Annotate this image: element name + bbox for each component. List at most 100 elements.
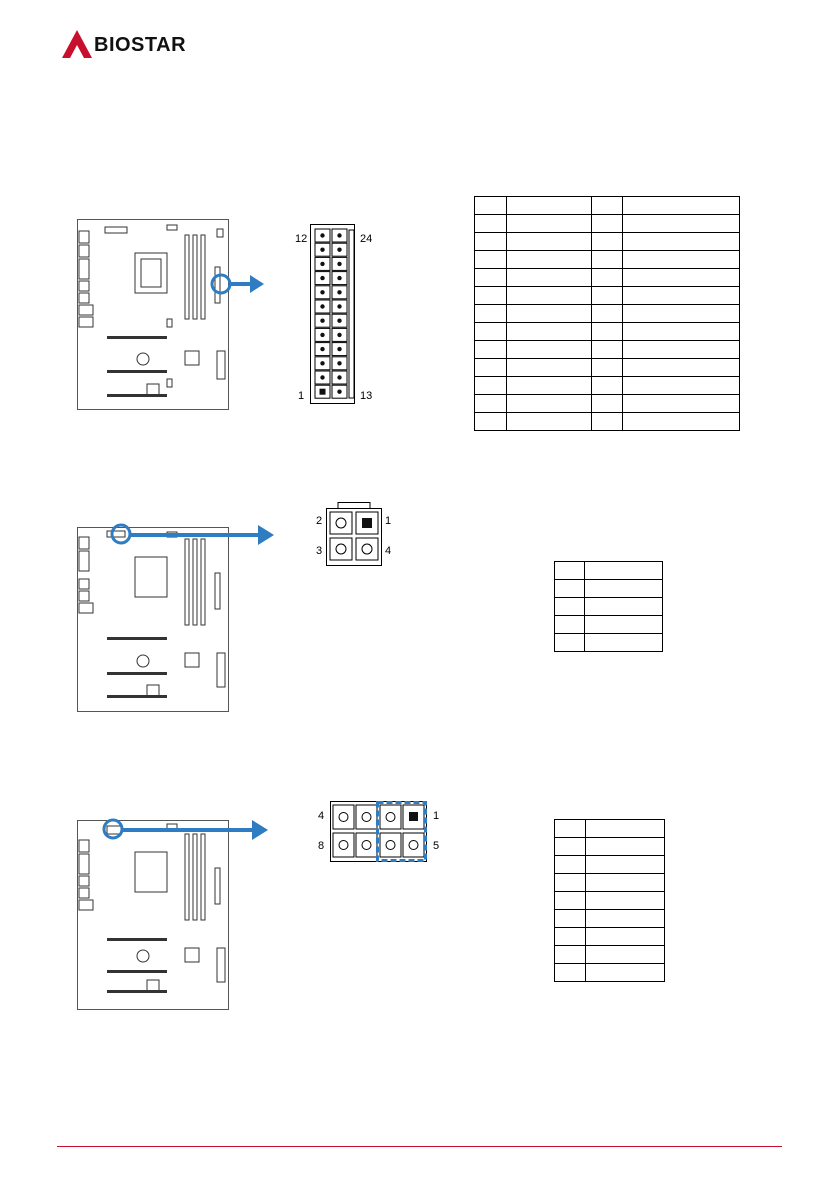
- atx8-table-row: [554, 945, 666, 964]
- atx24-table-cell: [590, 304, 624, 323]
- atx24-table-cell: [474, 268, 507, 287]
- footer-divider: [57, 1146, 782, 1147]
- atx8-label-5: 5: [433, 840, 440, 852]
- atx8-pin-table: [554, 819, 666, 982]
- atx24-table-cell: [505, 196, 592, 215]
- atx24-table-cell: [474, 376, 507, 395]
- atx24-pin-dot: [320, 290, 325, 295]
- atx24-table-cell: [590, 250, 624, 269]
- atx8-label-8: 8: [318, 840, 325, 852]
- atx8-table-row: [554, 891, 666, 910]
- atx4-table-cell: [553, 561, 586, 580]
- atx24-table-row: [474, 376, 740, 395]
- atx24-table-cell: [590, 232, 624, 251]
- atx8-table-cell: [554, 909, 586, 928]
- atx24-table-cell: [622, 250, 740, 269]
- atx24-table-cell: [505, 376, 592, 395]
- atx24-pin-dot: [320, 304, 325, 309]
- atx24-table-cell: [474, 286, 507, 305]
- atx8-table-cell: [554, 927, 586, 946]
- atx24-table-cell: [505, 286, 592, 305]
- atx24-pin-dot: [337, 389, 342, 394]
- atx24-table-cell: [505, 358, 592, 377]
- atx24-table-cell: [474, 412, 507, 431]
- atx8-connector: [330, 801, 430, 863]
- atx24-pin-dot: [320, 375, 325, 380]
- atx24-pin-dot: [337, 261, 342, 267]
- atx24-pin-dot: [337, 361, 342, 366]
- atx24-table-cell: [622, 340, 740, 359]
- atx8-table-cell: [554, 873, 586, 892]
- atx4-table-row: [553, 561, 663, 580]
- atx24-pin-dot: [320, 346, 325, 352]
- atx24-table-cell: [505, 268, 592, 287]
- arrow-atx8: [102, 818, 268, 840]
- atx24-table-cell: [590, 214, 624, 233]
- atx4-table-cell: [553, 633, 586, 652]
- atx8-table-cell: [584, 945, 666, 964]
- atx24-table-row: [474, 232, 740, 251]
- atx24-pin-dot: [320, 318, 325, 323]
- motherboard-diagram-3: [77, 820, 229, 1010]
- atx8-table-row: [554, 873, 666, 892]
- atx24-pin-dot: [320, 247, 325, 252]
- atx24-table-cell: [590, 376, 624, 395]
- atx24-table-cell: [474, 358, 507, 377]
- atx24-label-12: 12: [295, 233, 308, 245]
- atx4-table-cell: [553, 579, 586, 598]
- atx8-table-cell: [584, 909, 666, 928]
- atx4-table-cell: [584, 615, 663, 634]
- atx24-pin-dot: [337, 275, 342, 281]
- atx24-table-cell: [505, 214, 592, 233]
- atx8-table-cell: [554, 945, 586, 964]
- atx8-label-4: 4: [318, 810, 325, 822]
- atx8-table-cell: [554, 963, 586, 982]
- atx24-table-row: [474, 196, 740, 215]
- atx24-table-cell: [622, 286, 740, 305]
- atx24-table-cell: [622, 376, 740, 395]
- atx24-table-row: [474, 412, 740, 431]
- atx24-pin-dot: [320, 275, 325, 281]
- atx24-table-cell: [622, 412, 740, 431]
- atx24-table-cell: [622, 196, 740, 215]
- atx4-table-row: [553, 597, 663, 616]
- atx24-table-row: [474, 214, 740, 233]
- atx24-table-cell: [590, 358, 624, 377]
- atx24-table-cell: [505, 394, 592, 413]
- atx24-pin-dot: [320, 332, 325, 338]
- atx8-table-cell: [584, 963, 666, 982]
- atx24-table-cell: [590, 340, 624, 359]
- atx24-table-cell: [474, 232, 507, 251]
- atx4-table-row: [553, 615, 663, 634]
- atx24-pin-dot: [337, 375, 342, 380]
- atx24-pin-dot: [320, 261, 325, 267]
- atx24-table-row: [474, 250, 740, 269]
- atx24-pin-dot: [320, 233, 325, 238]
- atx4-table-cell: [584, 597, 663, 616]
- atx4-table-cell: [553, 597, 586, 616]
- atx24-table-cell: [622, 214, 740, 233]
- atx4-table-cell: [553, 615, 586, 634]
- atx4-pin-table: [553, 561, 663, 652]
- atx24-table-cell: [474, 394, 507, 413]
- atx24-label-1: 1: [298, 390, 305, 402]
- arrow-atx24: [210, 273, 264, 295]
- atx24-table-row: [474, 340, 740, 359]
- atx24-table-cell: [505, 340, 592, 359]
- atx24-pin1-marker: [319, 388, 326, 395]
- atx24-table-cell: [590, 394, 624, 413]
- atx24-table-cell: [505, 250, 592, 269]
- atx24-table-cell: [622, 322, 740, 341]
- arrow-atx4: [110, 523, 274, 545]
- atx8-table-row: [554, 963, 666, 982]
- atx24-table-row: [474, 304, 740, 323]
- atx24-table-row: [474, 394, 740, 413]
- atx8-table-cell: [584, 891, 666, 910]
- atx8-table-cell: [554, 855, 586, 874]
- atx24-table-cell: [622, 232, 740, 251]
- atx8-table-cell: [584, 927, 666, 946]
- atx8-table-cell: [584, 873, 666, 892]
- atx24-table-cell: [590, 412, 624, 431]
- atx4-table-row: [553, 579, 663, 598]
- atx8-label-1: 1: [433, 810, 440, 822]
